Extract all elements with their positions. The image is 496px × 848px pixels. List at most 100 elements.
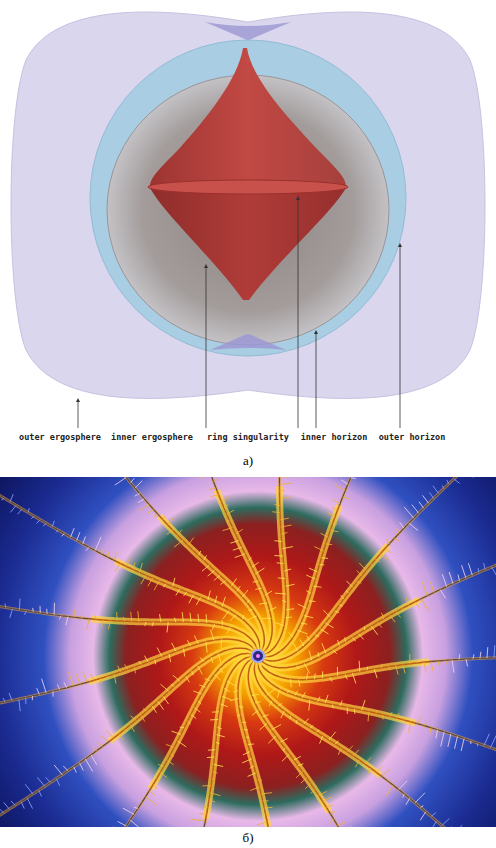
arm-hair [299,680,300,687]
arm-hair [66,617,68,626]
label-text: а) [243,453,253,468]
arm-hair [280,497,291,498]
arm-core [0,728,126,827]
arm-hair [304,616,313,618]
arm-hair [285,617,291,619]
arm-hair [204,555,207,560]
arm-core [0,583,112,621]
arm-hair [431,662,433,671]
arm-hair [244,729,248,730]
arm-hair [95,615,97,619]
arm-hair [466,659,468,666]
arm-hair [152,706,156,713]
arm-hair [223,527,233,530]
arm-hair [319,564,324,565]
arm-hair [319,791,327,795]
arm-hair [91,674,94,680]
arm-hair [328,513,335,517]
arm-hair [458,575,459,581]
arm-hair [71,528,75,537]
arm-hair [306,591,311,594]
arm-hair [275,504,280,505]
arm-hair [309,651,312,661]
arm-hair [187,640,190,646]
arm-core [238,658,268,827]
arm-hair [287,690,289,692]
arm-hair [429,492,433,498]
arm-hair [326,543,332,545]
arm-hair [188,538,194,546]
arm-hair [347,707,348,714]
arm-glow [150,653,252,789]
arm-hair [441,732,444,747]
arm-hair [442,819,450,826]
panel-caption: а) [243,453,253,469]
arm-hair [329,819,334,823]
arm-hair [212,711,219,712]
arm-hair [248,744,254,745]
arm-glow [401,512,496,609]
arm-hair [341,480,348,484]
arm-hair [63,766,68,771]
arm-hair [449,572,453,584]
arm-hair [211,630,214,641]
arm-hair [422,582,427,596]
arm-hair [491,735,496,747]
arm-hair [221,497,229,501]
arm-hair [374,669,377,678]
arm-hair [125,664,128,669]
arm-hair [382,769,389,777]
arm-hair [231,579,236,586]
arm-hair [183,649,184,657]
arm-hair [300,640,304,647]
arm-glow [332,477,436,525]
arm-hair [332,705,334,708]
arm-hair [376,766,382,773]
arm-hair [419,502,424,509]
arm-hair [415,793,425,803]
arm-hair [56,779,59,786]
arm-hair [329,732,336,740]
arm-hair [332,507,338,510]
ring-singularity-shape [148,180,348,194]
arm-hair [206,614,208,623]
arm-hair [93,747,97,750]
arm-hair [248,773,256,776]
arm-glow [395,718,496,800]
arm-hair [169,654,171,662]
arm-hair [335,741,339,744]
arm-hair [385,549,391,553]
arm-hair [10,609,13,618]
arm-hair [122,727,125,729]
arm-hair [335,611,339,613]
arm-hair [304,718,309,724]
outer-horizon-shape [90,40,406,356]
arm-core [91,619,258,650]
arm-hair [217,735,225,737]
arm-hair [69,672,74,686]
arm-hair [281,533,287,535]
arm-hair [53,691,54,696]
arm-hair [359,661,361,672]
arm-hair [37,777,44,786]
arm-hair [298,604,307,608]
arm-hair [227,510,234,514]
arm-hair [452,660,454,673]
arm-hair [147,509,154,513]
arm-hair [194,708,200,713]
arm-hair [423,495,429,503]
arm-hair [248,600,249,603]
arm-hair [433,486,439,494]
arm-hair [305,784,311,789]
arm-hair [178,741,187,747]
arm-hair [280,490,285,491]
arm-hair [255,588,261,589]
arm-hair [477,743,478,746]
arm-hair [133,563,135,570]
arm-hair [153,785,157,789]
arm-hair [266,814,270,815]
arm-hair [46,609,48,614]
arm-hair [302,692,305,698]
arm-hair [438,661,440,667]
arm-hair [1,498,4,500]
